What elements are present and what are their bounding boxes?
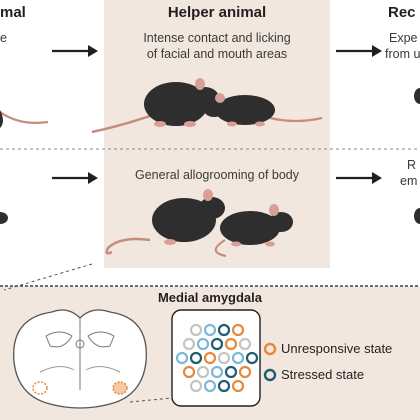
helper-mouse-row2-small: [214, 204, 293, 258]
right-mouse-row2-partial: [414, 208, 420, 224]
left-row1-text-partial: e: [0, 31, 7, 45]
neuron: [210, 365, 224, 379]
left-column-header-partial: mal: [0, 4, 26, 21]
neuron: [175, 351, 189, 365]
neuron: [189, 351, 203, 365]
neuron: [182, 365, 196, 379]
helper-mouse-row1-large: [91, 78, 219, 134]
neuron: [245, 351, 259, 365]
neuron: [217, 379, 231, 393]
helper-row1-text-line2: of facial and mouth areas: [146, 47, 288, 61]
right-row2-text-partial-line1: R: [407, 158, 417, 172]
amygdala-region-left: [32, 381, 48, 395]
legend-marker-unresponsive: [263, 342, 277, 356]
neuron: [217, 323, 231, 337]
neuron: [217, 351, 231, 365]
neuron: [224, 337, 238, 351]
neuron: [238, 365, 252, 379]
helper-mouse-row2-large: [105, 189, 225, 255]
neuron-cluster: [175, 323, 259, 393]
neuron: [203, 379, 217, 393]
legend-label-unresponsive: Unresponsive state: [281, 341, 393, 356]
legend-label-stressed: Stressed state: [281, 367, 365, 382]
amygdala-title: Medial amygdala: [157, 290, 263, 305]
helper-row2-text: General allogrooming of body: [135, 168, 299, 182]
neuron: [182, 337, 196, 351]
right-row1-text-partial-line1: Expe: [389, 31, 418, 45]
neuron: [210, 337, 224, 351]
neuron: [231, 351, 245, 365]
left-mouse-row1-partial: [0, 110, 49, 128]
legend-marker-stressed: [263, 368, 277, 382]
neuron: [196, 337, 210, 351]
neuron: [189, 323, 203, 337]
neuron: [203, 351, 217, 365]
zoom-line-right: [129, 397, 173, 403]
arrow-row1-left: [52, 45, 98, 57]
neuron: [196, 365, 210, 379]
right-column-header-partial: Rec: [388, 4, 416, 21]
arrow-row1-right: [336, 45, 382, 57]
helper-animal-header: Helper animal: [167, 4, 267, 21]
neuron: [231, 379, 245, 393]
helper-mouse-row1-small: [203, 93, 323, 127]
left-mouse-row2-partial: [0, 212, 8, 224]
neuron: [203, 323, 217, 337]
helper-row1-text-line1: Intense contact and licking: [143, 31, 291, 45]
arrow-row2-left: [52, 172, 98, 184]
right-row2-text-partial-line2: em: [400, 174, 418, 188]
neuron: [231, 323, 245, 337]
neuron: [189, 379, 203, 393]
arrow-row2-right: [336, 172, 382, 184]
amygdala-region-right: [112, 381, 128, 395]
neuron: [238, 337, 252, 351]
right-mouse-row1-partial: [414, 88, 420, 104]
neuron: [224, 365, 238, 379]
brain-section-illustration: [13, 309, 147, 409]
right-row1-text-partial-line2: from u: [385, 47, 420, 61]
